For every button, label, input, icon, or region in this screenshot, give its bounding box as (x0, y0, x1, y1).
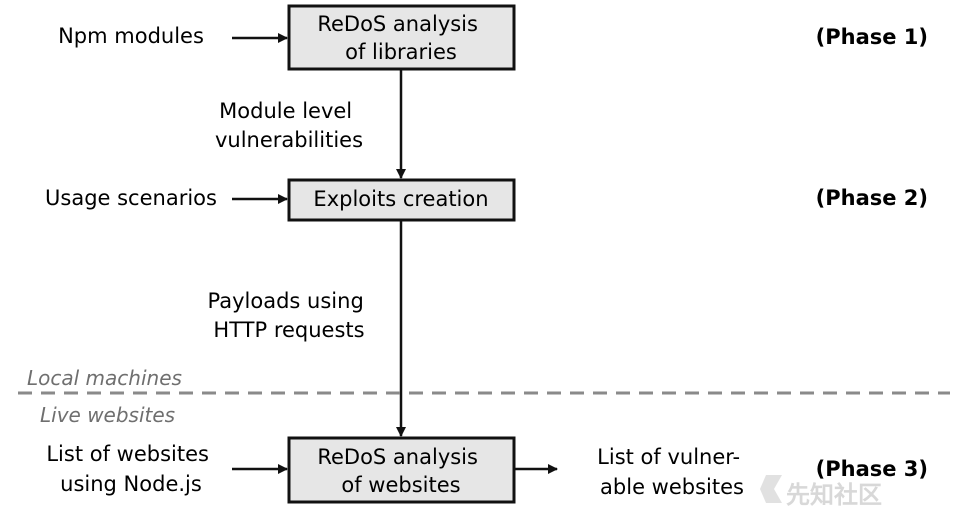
region-label-live: Live websites (40, 403, 175, 427)
edge-label-payloads: Payloads using HTTP requests (208, 289, 371, 342)
output-vulnerable-websites: List of vulner- able websites (597, 445, 747, 499)
box-redos-libraries (287, 4, 516, 71)
phase-2-label: (Phase 2) (816, 186, 928, 210)
box-redos-websites-label: ReDoS analysis of websites (317, 445, 484, 497)
phase-1-label: (Phase 1) (816, 25, 928, 49)
phase-3-label: (Phase 3) (816, 457, 928, 481)
edge-label-module-level: Module level vulnerabilities (215, 99, 363, 152)
region-label-local: Local machines (27, 366, 182, 390)
input-usage-scenarios: Usage scenarios (45, 186, 217, 210)
box-redos-websites (287, 436, 516, 504)
box-exploits-creation-label: Exploits creation (313, 187, 488, 211)
input-npm-modules: Npm modules (58, 24, 204, 48)
watermark-text: 先知社区 (786, 481, 882, 509)
watermark-logo-icon (760, 475, 782, 503)
watermark: 先知社区 (760, 475, 882, 509)
box-exploits-creation (287, 178, 516, 222)
input-list-of-websites: List of websites using Node.js (46, 442, 215, 496)
box-redos-libraries-label: ReDoS analysis of libraries (317, 12, 484, 64)
